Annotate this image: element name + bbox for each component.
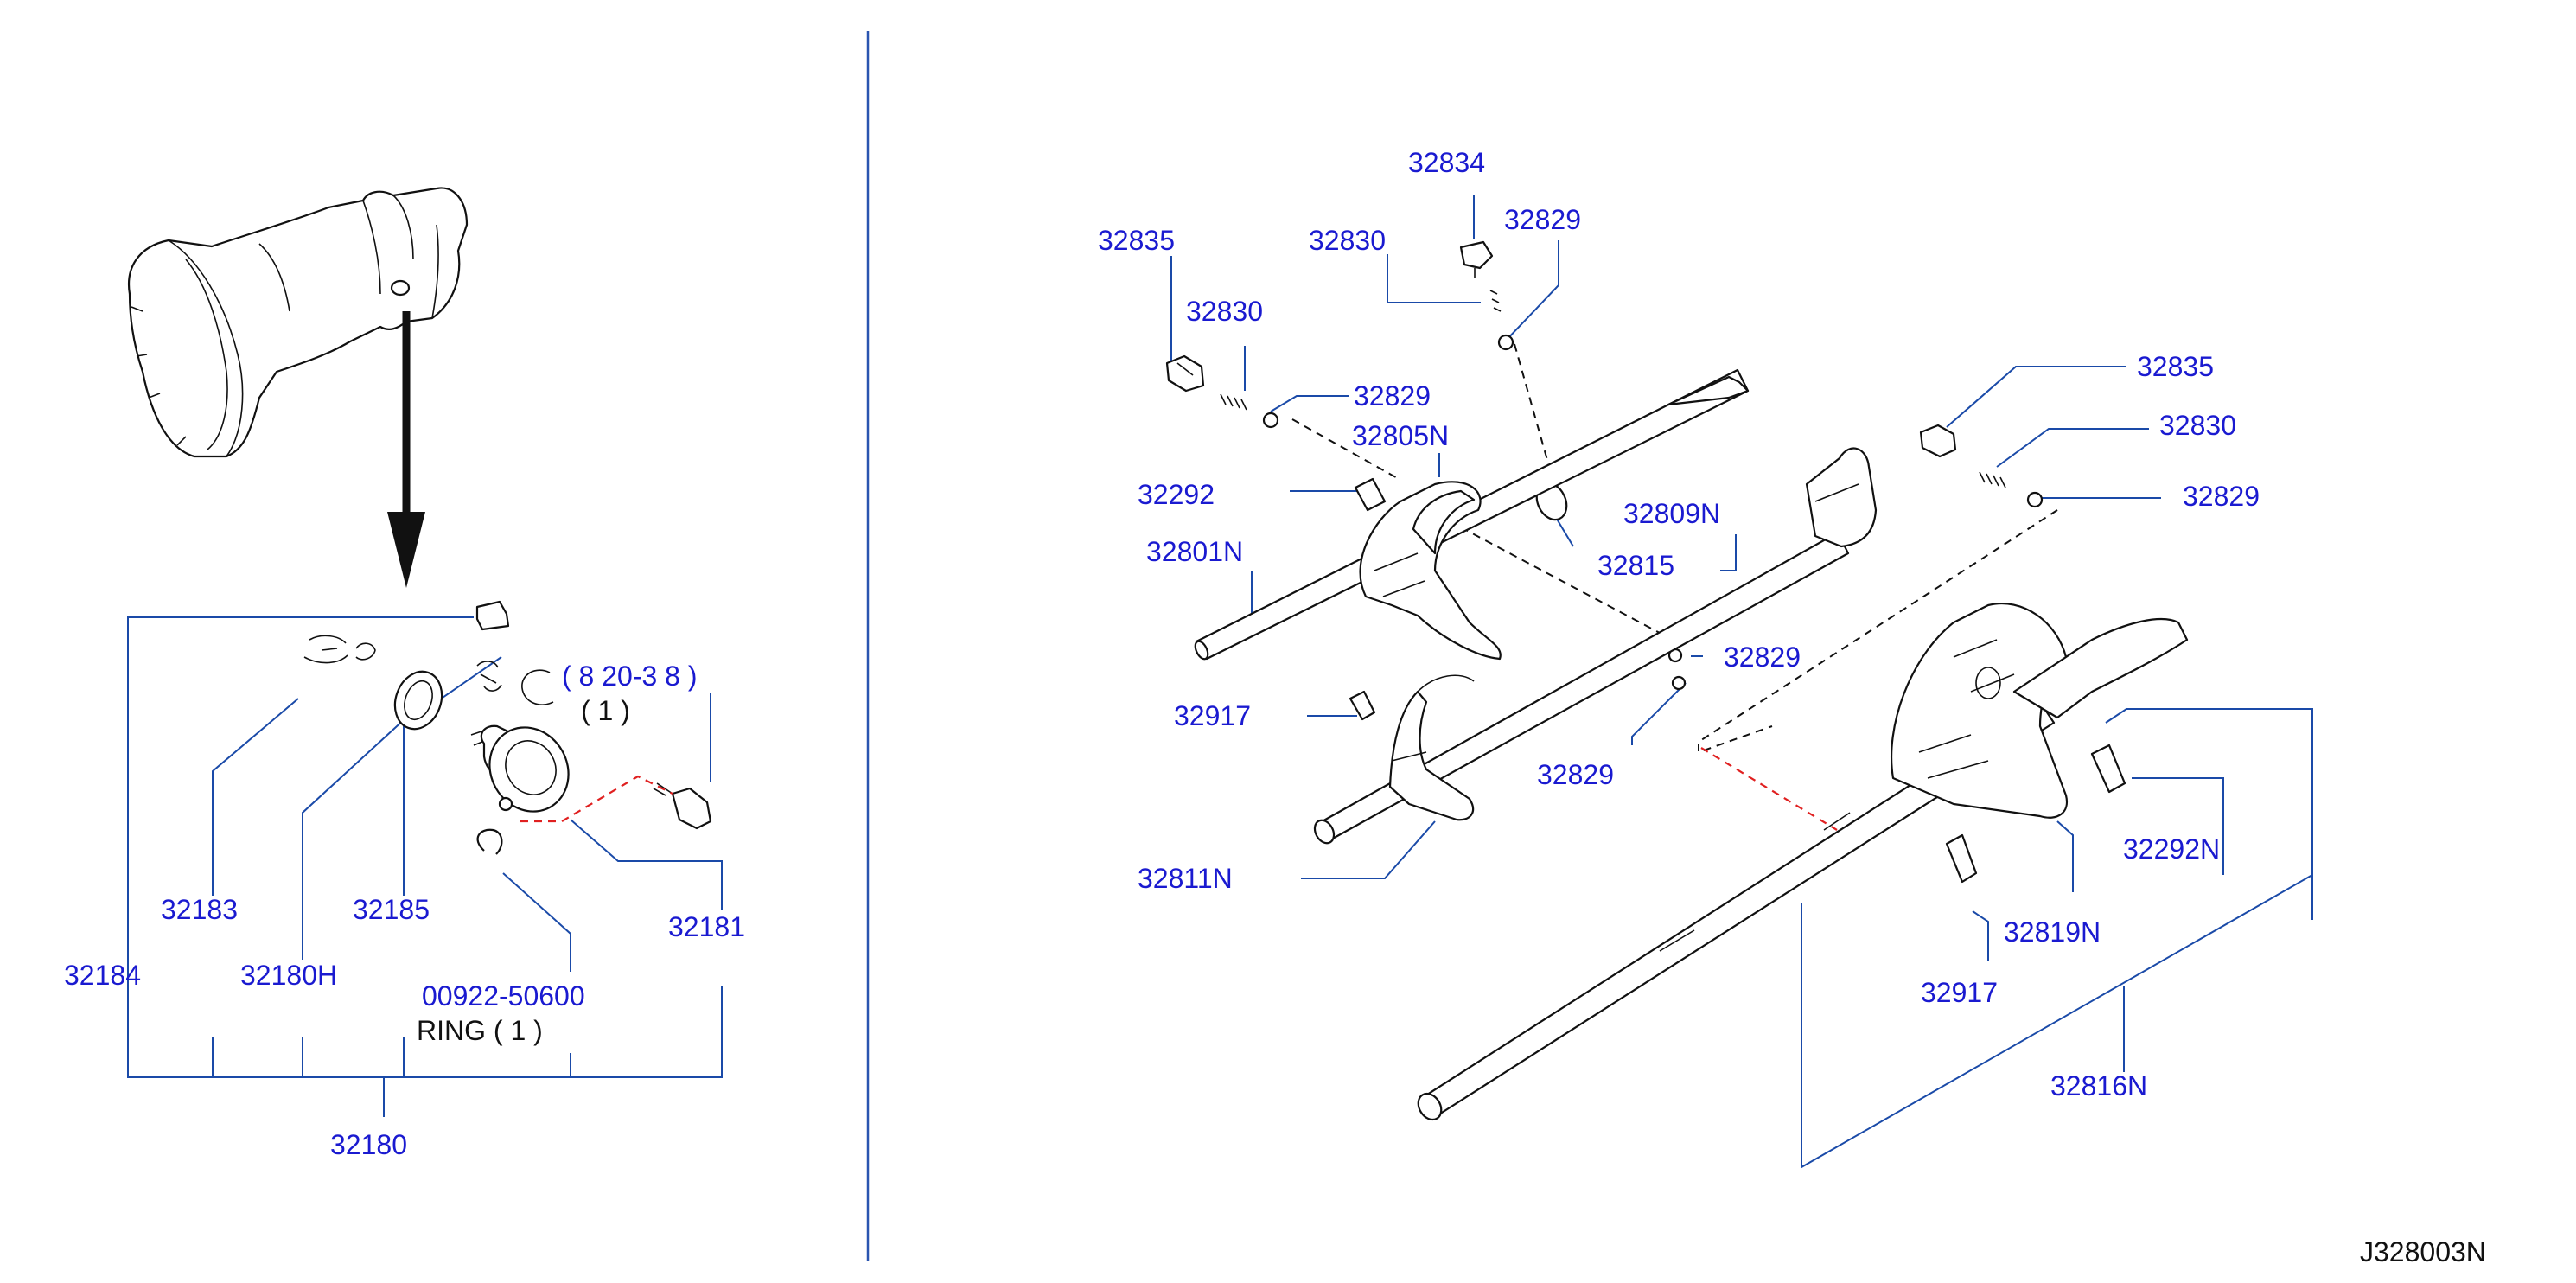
spring-32830-mid [1220, 393, 1247, 411]
label-32816N: 32816N [2050, 1070, 2148, 1101]
part-32180H-ring [393, 670, 443, 731]
label-32830-top: 32830 [1309, 225, 1386, 256]
label-32829-mid: 32829 [1354, 380, 1431, 412]
label-32829-center: 32829 [1724, 642, 1801, 673]
label-32801N: 32801N [1146, 536, 1244, 567]
label-32183: 32183 [161, 894, 238, 925]
label-32809N: 32809N [1623, 498, 1721, 529]
part-32183-seal [303, 635, 376, 664]
label-32830-right: 32830 [2159, 410, 2236, 441]
label-32180: 32180 [330, 1129, 407, 1160]
pin-32917-right [1945, 833, 1978, 884]
label-32181: 32181 [668, 911, 745, 942]
ball-32829-mid [1262, 412, 1279, 429]
pin-32292 [1354, 477, 1387, 512]
label-32805N: 32805N [1352, 420, 1450, 451]
part-snap-ring [476, 828, 503, 855]
plug-32835-top [1165, 354, 1205, 393]
label-32830-mid: 32830 [1186, 296, 1263, 327]
label-screw-qty: ( 1 ) [581, 695, 630, 726]
fork-32819N [1890, 603, 2189, 819]
part-32185-plunger [476, 661, 502, 692]
label-32292N: 32292N [2123, 833, 2221, 865]
diagram-code: J328003N [2360, 1236, 2486, 1267]
part-32184-cap [475, 600, 510, 631]
label-32829-right: 32829 [2183, 481, 2260, 512]
shaft-32816N [1417, 700, 2056, 1121]
label-screw-callout: ( 8 20-3 8 ) [562, 661, 698, 692]
label-32292: 32292 [1138, 479, 1215, 510]
shaft-32809N [1313, 447, 1878, 845]
spring-32830-right [1979, 471, 2006, 488]
label-32835-top: 32835 [1098, 225, 1175, 256]
fork-32811N [1388, 674, 1475, 821]
down-arrow-head [387, 512, 425, 588]
pin-32917-left [1349, 690, 1376, 721]
label-32811N: 32811N [1138, 863, 1233, 894]
label-32917-right: 32917 [1921, 977, 1998, 1008]
label-32819N: 32819N [2004, 916, 2101, 948]
label-00922-50600: 00922-50600 [422, 980, 585, 1012]
label-32815: 32815 [1597, 550, 1674, 581]
pin-32292N [2090, 744, 2126, 794]
part-32181-switch [470, 724, 570, 813]
screw-symbol [521, 669, 554, 705]
label-32917-left: 32917 [1174, 700, 1251, 731]
transmission-housing [128, 187, 469, 458]
plug-32835-right [1919, 424, 1957, 458]
label-32829-lower: 32829 [1537, 759, 1614, 790]
ball-32829-lower [1671, 675, 1687, 691]
label-32834: 32834 [1408, 147, 1485, 178]
label-ring-qty: RING ( 1 ) [417, 1015, 543, 1046]
assembly-bracket [127, 616, 723, 1117]
label-32180H: 32180H [240, 960, 338, 991]
fork-32805N [1359, 481, 1502, 661]
plug-32834 [1459, 240, 1494, 278]
part-bolt [653, 782, 712, 830]
label-32835-right: 32835 [2137, 351, 2214, 382]
label-32184: 32184 [64, 960, 141, 991]
label-32185: 32185 [353, 894, 430, 925]
shaft-32801N [1194, 368, 1750, 661]
ball-32829-top [1497, 334, 1514, 351]
ball-32829-right [2026, 491, 2044, 508]
spring-32830-top [1489, 290, 1502, 312]
label-32829-top: 32829 [1504, 204, 1581, 235]
